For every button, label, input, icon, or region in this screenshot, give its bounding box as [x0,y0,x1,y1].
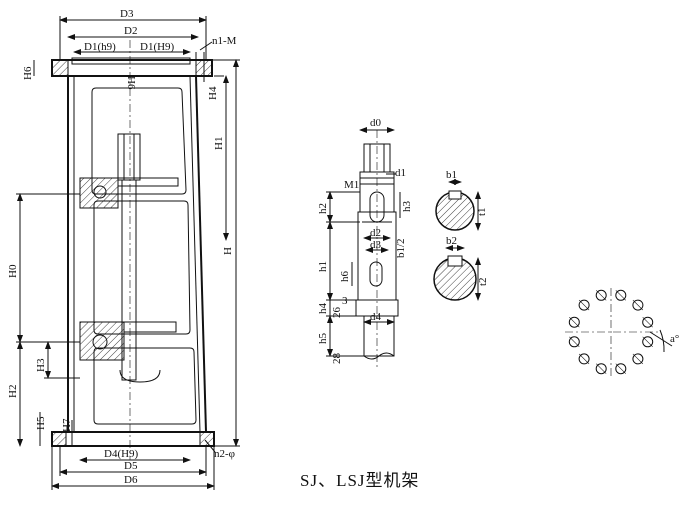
frame-elevation [51,40,215,460]
label-angle: a° [670,333,679,345]
label-H5: H5 [35,416,47,430]
label-h4: h4 [317,303,329,315]
label-h3: h3 [401,201,413,213]
label-d0: d0 [370,117,382,129]
label-D1-H9: D1(H9) [140,41,175,53]
label-H0: H0 [7,264,19,278]
label-3: 3 [342,295,348,307]
shaft-detail [355,130,399,368]
label-n2-phi: n2-φ [214,448,235,460]
label-H1: H1 [213,137,225,150]
bolt-hole-cross [632,299,644,311]
label-D2: D2 [124,25,137,37]
bolt-hole-cross [569,316,580,328]
label-H6-left: H6 [22,66,34,80]
label-b1: b1 [446,169,457,181]
label-M1: M1 [344,179,359,191]
label-D3: D3 [120,8,134,20]
shaft-dimensions: d0 d1 M1 h2 h3 d2 d2 d3 b1/2 h1 h6 h4 26 [317,117,413,364]
bolt-hole-cross [642,316,653,328]
bolt-hole-cross [615,290,627,301]
bolt-hole-cross [569,336,580,348]
label-t2: t2 [477,277,489,286]
label-28: 28 [331,353,343,365]
bolt-circle-pattern [565,288,673,378]
label-D5: D5 [124,460,138,472]
label-h5: h5 [317,333,329,345]
bolt-hole-cross [615,363,627,374]
label-h6: h6 [339,271,351,283]
bolt-hole-cross [632,353,644,365]
label-b1-half: b1/2 [395,238,407,258]
label-D1-h9: D1(h9) [84,41,116,53]
key-section-upper [435,179,481,231]
label-H: H [222,247,234,255]
label-H2: H2 [7,385,19,398]
label-b2: b2 [446,235,457,247]
bolt-hole-cross [595,363,607,374]
bolt-hole-cross [642,336,653,348]
label-h2: h2 [317,203,329,214]
label-H3: H3 [35,358,47,372]
frame-dimensions: D3 D2 D1(h9) D1(H9) n1-M H6 H6 H6 H4 H1 … [7,8,240,490]
label-d1: d1 [395,167,406,179]
label-n1-M: n1-M [212,35,237,47]
label-t1: t1 [476,207,488,216]
caption: SJ、LSJ型机架 [300,471,420,490]
label-D6: D6 [124,474,138,486]
label-H4: H4 [207,86,219,100]
bolt-hole-cross [578,353,590,365]
key-section-lower [433,245,481,301]
bolt-hole-cross [578,299,590,311]
label-d3: d3 [370,239,382,251]
bolt-hole-cross [595,290,607,301]
label-h1: h1 [317,261,329,272]
label-d4: d4 [370,311,382,323]
label-26: 26 [331,307,343,319]
label-H6-center-visible: H6 [125,76,137,90]
label-D4-H9: D4(H9) [104,448,139,460]
label-d2-visible: d2 [370,227,381,239]
label-H7: H7 [61,418,73,432]
